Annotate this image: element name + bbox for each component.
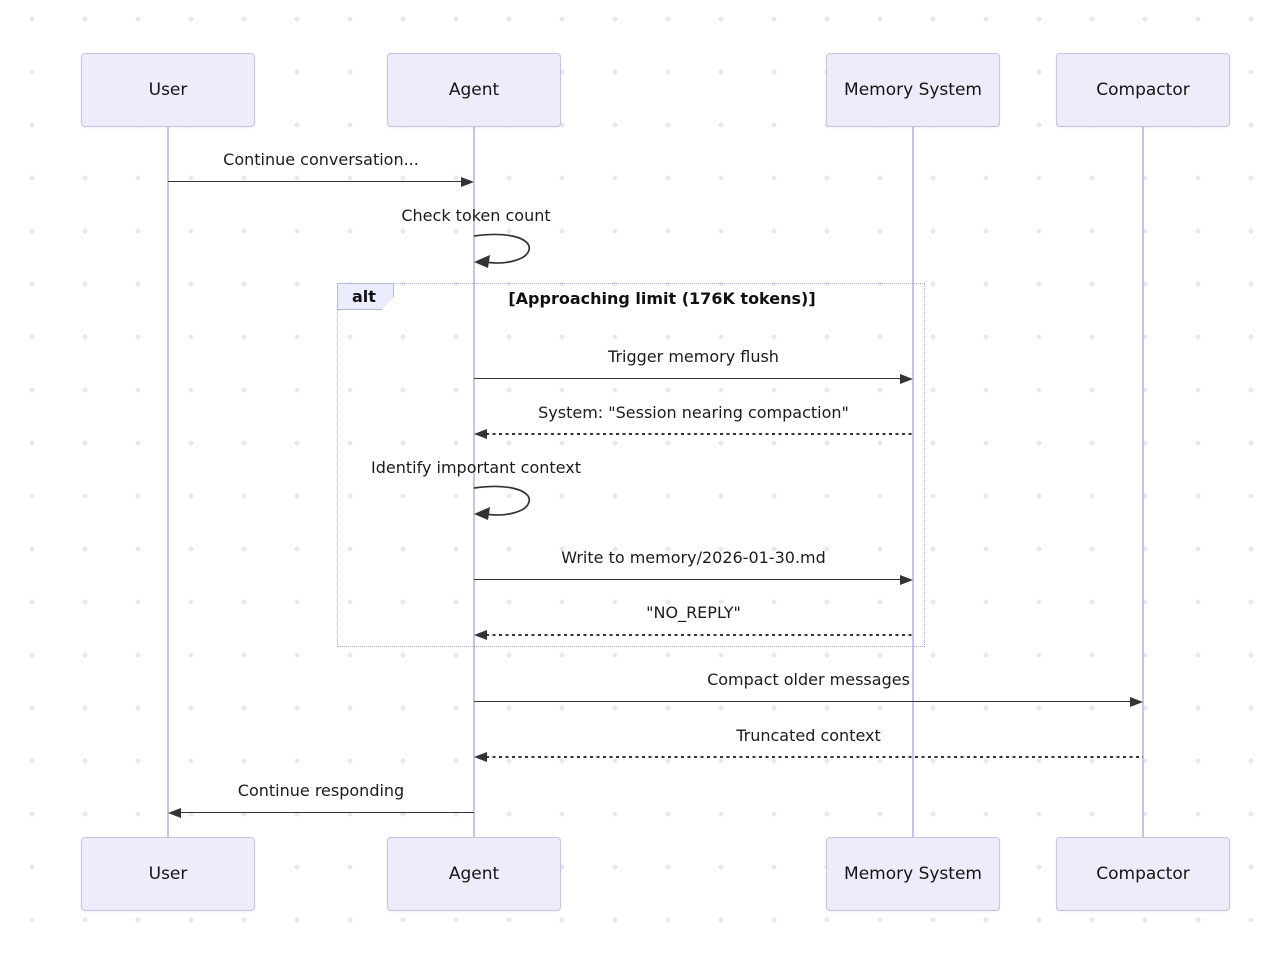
self-loop-arrow <box>473 485 530 520</box>
message-label: Continue responding <box>237 781 405 800</box>
message-line-dashed <box>486 756 1143 758</box>
message-line-solid <box>474 579 901 580</box>
lifeline-agent <box>473 127 475 837</box>
alt-frame <box>337 283 925 647</box>
message-label: Continue conversation... <box>223 150 419 169</box>
lifeline-user <box>167 127 169 837</box>
actor-user-bottom: User <box>81 837 255 911</box>
actor-user-top: User <box>81 53 255 127</box>
alt-frame-condition: [Approaching limit (176K tokens)] <box>508 289 816 308</box>
message-line-solid <box>168 181 462 182</box>
message-line-solid <box>474 701 1131 702</box>
message-label: Trigger memory flush <box>608 347 779 366</box>
message-label: Truncated context <box>736 726 881 745</box>
arrowhead-icon <box>168 807 181 818</box>
self-message-label: Identify important context <box>371 458 581 477</box>
lifeline-compactor <box>1142 127 1144 837</box>
arrowhead-icon <box>1130 696 1143 707</box>
arrowhead-icon <box>474 751 487 762</box>
self-loop-arrow <box>473 233 530 268</box>
message-label: "NO_REPLY" <box>646 603 741 622</box>
alt-frame-label: alt <box>337 283 394 310</box>
arrowhead-icon <box>900 373 913 384</box>
message-line-dashed <box>486 433 913 435</box>
message-label: Write to memory/2026-01-30.md <box>561 548 826 567</box>
lifeline-memory-system <box>912 127 914 837</box>
actor-memory-system-bottom: Memory System <box>826 837 1000 911</box>
message-line-solid <box>180 812 474 813</box>
message-line-dashed <box>486 634 913 636</box>
message-label: System: "Session nearing compaction" <box>538 403 849 422</box>
actor-compactor-top: Compactor <box>1056 53 1230 127</box>
actor-compactor-bottom: Compactor <box>1056 837 1230 911</box>
arrowhead-icon <box>900 574 913 585</box>
actor-agent-top: Agent <box>387 53 561 127</box>
actor-agent-bottom: Agent <box>387 837 561 911</box>
arrowhead-icon <box>474 629 487 640</box>
actor-memory-system-top: Memory System <box>826 53 1000 127</box>
arrowhead-icon <box>461 176 474 187</box>
message-line-solid <box>474 378 901 379</box>
self-message-label: Check token count <box>401 206 551 225</box>
message-label: Compact older messages <box>707 670 910 689</box>
arrowhead-icon <box>474 428 487 439</box>
